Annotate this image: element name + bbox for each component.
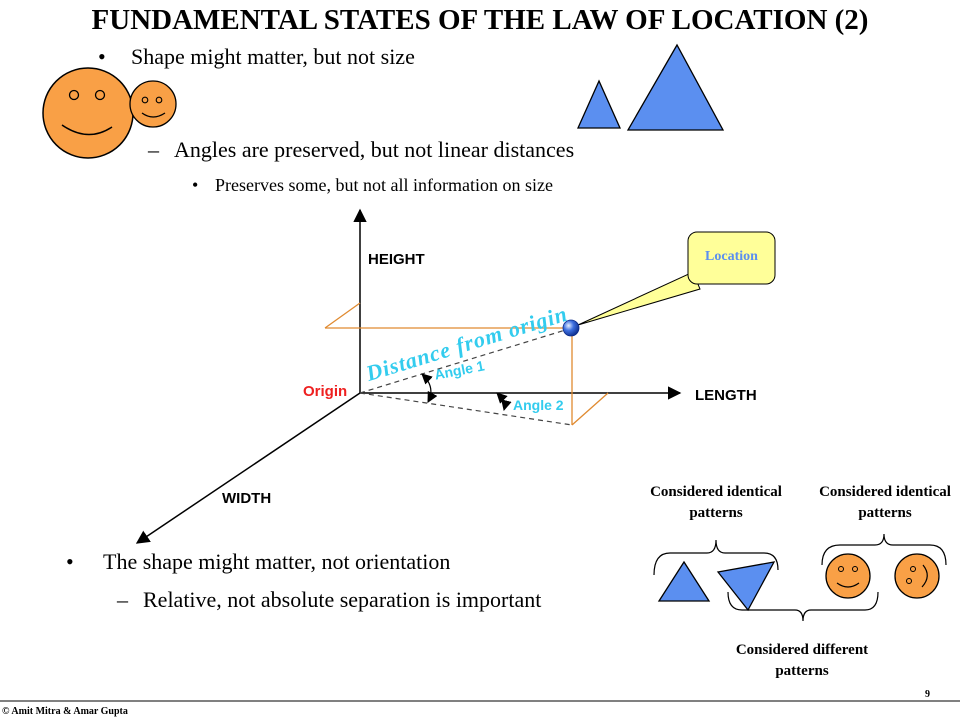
projection-box: [324, 302, 609, 426]
dash-marker: –: [148, 137, 159, 162]
label-identical-smileys: Considered identical patterns: [819, 484, 951, 521]
sub-sub-bullet-size-info: Preserves some, but not all information …: [215, 175, 553, 195]
upright-smiley-icon: [825, 553, 871, 599]
angle-1-arc: [421, 373, 438, 403]
sub-bullet-separation: Relative, not absolute separation is imp…: [143, 587, 542, 612]
angle-2-arc: [496, 392, 512, 412]
bullet-dot-small: •: [192, 175, 199, 195]
width-label: WIDTH: [222, 490, 272, 507]
brace-identical-triangles: [653, 539, 779, 576]
label-different-patterns: Considered different patterns: [735, 642, 869, 679]
bullet-dot: •: [98, 44, 106, 69]
sub-bullet-angles: Angles are preserved, but not linear dis…: [174, 137, 575, 162]
angle-2-label: Angle 2: [513, 397, 564, 413]
location-callout-pointer: [577, 271, 701, 326]
page-title: FUNDAMENTAL STATES OF THE LAW OF LOCATIO…: [91, 4, 869, 36]
height-label: HEIGHT: [368, 251, 425, 268]
large-triangle-icon: [626, 43, 725, 131]
large-smiley-icon: [42, 67, 134, 159]
rotated-smiley-icon: [894, 553, 940, 599]
location-point-icon: [562, 319, 580, 337]
copyright-text: © Amit Mitra & Amar Gupta: [2, 706, 128, 717]
location-callout-box: [687, 231, 776, 285]
small-smiley-icon: [129, 80, 177, 128]
bullet-orientation: The shape might matter, not orientation: [103, 549, 451, 574]
page-number: 9: [925, 689, 930, 700]
brace-different: [727, 591, 879, 622]
small-triangle-icon: [576, 79, 622, 129]
dash-marker: –: [117, 587, 128, 612]
bullet-dot: •: [66, 549, 74, 574]
bullet-shape-size: Shape might matter, but not size: [131, 44, 415, 69]
length-label: LENGTH: [695, 387, 757, 404]
rotated-triangle-icon: [716, 561, 776, 612]
upright-triangle-icon: [657, 560, 711, 602]
origin-label: Origin: [303, 383, 348, 400]
label-identical-triangles: Considered identical patterns: [650, 484, 782, 521]
distance-line: [359, 327, 573, 394]
location-label: Location: [705, 249, 758, 264]
brace-identical-smileys: [821, 533, 947, 566]
width-axis: [135, 392, 361, 544]
